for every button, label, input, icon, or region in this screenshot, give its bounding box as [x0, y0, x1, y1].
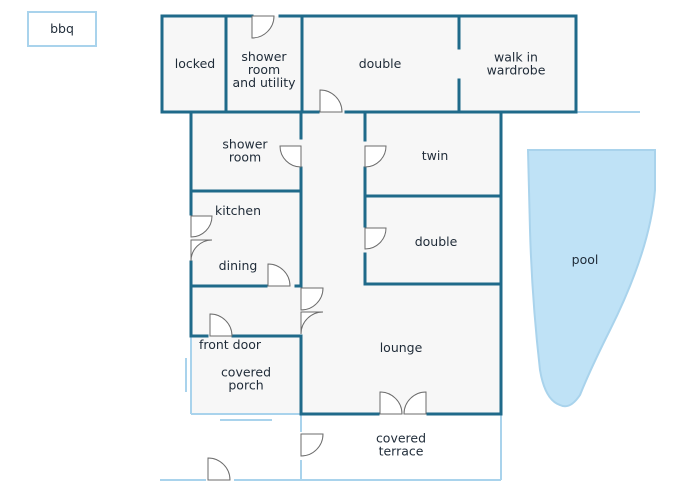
room-label-locked: locked [175, 56, 215, 71]
door-kitchen-bottom [190, 239, 213, 262]
light-outlines [160, 111, 640, 481]
pool-shape [526, 149, 656, 408]
door-shower-room [279, 145, 302, 168]
room-label-dining: dining [219, 258, 258, 273]
room-label-kitchen: kitchen [215, 203, 261, 218]
door-front [209, 313, 233, 337]
door-shower-utility [251, 15, 275, 39]
room-label-twin: twin [422, 148, 449, 163]
door-terrace-right [403, 391, 427, 415]
room-label-double-top: double [359, 56, 402, 71]
room-label-front-door: front door [199, 337, 262, 352]
door-kitchen-top [190, 215, 213, 238]
door-terrace-left [379, 391, 403, 415]
room-label-double-mid: double [415, 234, 458, 249]
door-twin [364, 145, 387, 168]
room-label-lounge: lounge [380, 340, 423, 355]
door-lounge-top [300, 287, 324, 311]
door-dining [267, 263, 291, 287]
bbq-label: bbq [50, 21, 74, 36]
door-double-top [319, 89, 343, 113]
pool-label: pool [572, 252, 599, 267]
door-terrace-side [300, 433, 324, 457]
bbq-box [27, 11, 97, 47]
door-outdoor [207, 457, 231, 481]
doors [190, 15, 427, 481]
walls [160, 14, 578, 416]
floor-fills [162, 16, 576, 414]
door-double-mid [364, 227, 387, 250]
door-lounge-bottom [300, 311, 324, 335]
